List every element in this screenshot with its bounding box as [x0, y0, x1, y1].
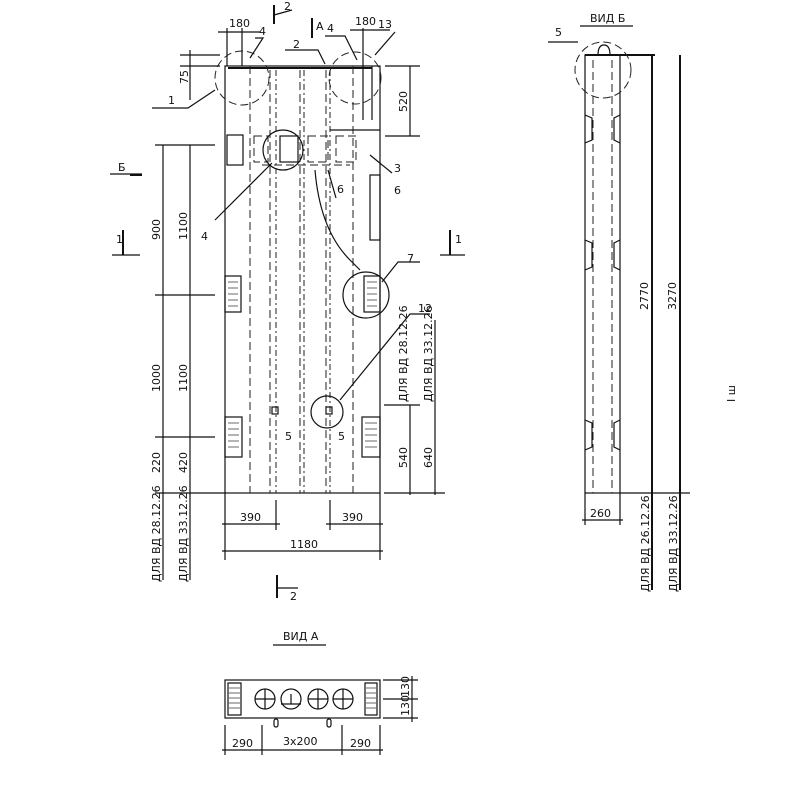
side-notch-right-lower	[361, 416, 381, 458]
dim-290-right: 290	[350, 737, 371, 750]
dim-520: 520	[397, 91, 410, 112]
callout-2: 2	[293, 38, 300, 51]
view-a: ВИД А 290 3x200 290 130 130	[222, 630, 418, 755]
section-mark-b: Б	[118, 161, 126, 174]
dim-290-left: 290	[232, 737, 253, 750]
dim-3x200: 3x200	[283, 735, 318, 748]
callout-4: 4	[327, 22, 334, 35]
callout-3: 3	[394, 162, 401, 175]
note-right-1: ДЛЯ ВД 28.12.26	[397, 305, 410, 402]
note-left-2: ДЛЯ ВД 33.12.26	[177, 485, 190, 582]
dim-1000: 1000	[150, 364, 163, 392]
callout-7: 7	[407, 252, 414, 265]
dim-130-top: 130	[399, 676, 412, 697]
callout-6: 6	[337, 183, 344, 196]
dim-180-right: 180	[355, 15, 376, 28]
void-circles	[254, 688, 354, 710]
dim-180-left: 180	[229, 17, 250, 30]
callout-6: 6	[394, 184, 401, 197]
side-notch-right-upper	[363, 275, 381, 313]
callout-5: 5	[285, 430, 292, 443]
dim-220: 220	[150, 452, 163, 473]
dim-3270: 3270	[666, 282, 679, 310]
callout-12: 12	[418, 302, 432, 315]
callout-1: 1	[168, 94, 175, 107]
callout-13: 13	[378, 18, 392, 31]
dim-390-left: 390	[240, 511, 261, 524]
section-mark-2-bottom: 2	[290, 590, 297, 603]
dim-540: 540	[397, 447, 410, 468]
main-plan-view: 180 180 4 2 А 4 13 2 1 Б 1 1 3 6 6 4 7 1…	[110, 0, 465, 603]
section-mark-a: А	[316, 20, 324, 33]
callout-5: 5	[555, 26, 562, 39]
dim-260: 260	[590, 507, 611, 520]
dim-1180: 1180	[290, 538, 318, 551]
callout-4: 4	[259, 25, 266, 38]
section-mark-2-top: 2	[284, 0, 291, 13]
dim-420: 420	[177, 452, 190, 473]
callout-4: 4	[201, 230, 208, 243]
view-b: ВИД Б 5 2770 3270 260 ДЛЯ ВД 26.12.26 ДЛ…	[548, 12, 690, 592]
dim-75: 75	[178, 70, 191, 84]
section-mark-1-left: 1	[116, 233, 123, 246]
dim-2770: 2770	[638, 282, 651, 310]
note-b-2: ДЛЯ ВД 33.12.26	[667, 495, 680, 592]
side-notch-left-lower	[224, 416, 243, 458]
dim-1100: 1100	[177, 364, 190, 392]
dim-640: 640	[422, 447, 435, 468]
sheet-mark: I ш	[725, 385, 738, 402]
section-mark-1-right: 1	[455, 233, 462, 246]
dim-390-right: 390	[342, 511, 363, 524]
dim-900: 900	[150, 219, 163, 240]
note-right-2: ДЛЯ ВД 33.12.26	[422, 305, 435, 402]
note-b-1: ДЛЯ ВД 26.12.26	[639, 495, 652, 592]
callout-5: 5	[338, 430, 345, 443]
dim-130-bottom: 130	[399, 695, 412, 716]
view-a-title: ВИД А	[283, 630, 319, 643]
view-b-title: ВИД Б	[590, 12, 625, 25]
dim-1100: 1100	[177, 212, 190, 240]
note-left-1: ДЛЯ ВД 28.12.26	[150, 485, 163, 582]
side-notch-left-upper	[224, 275, 242, 313]
